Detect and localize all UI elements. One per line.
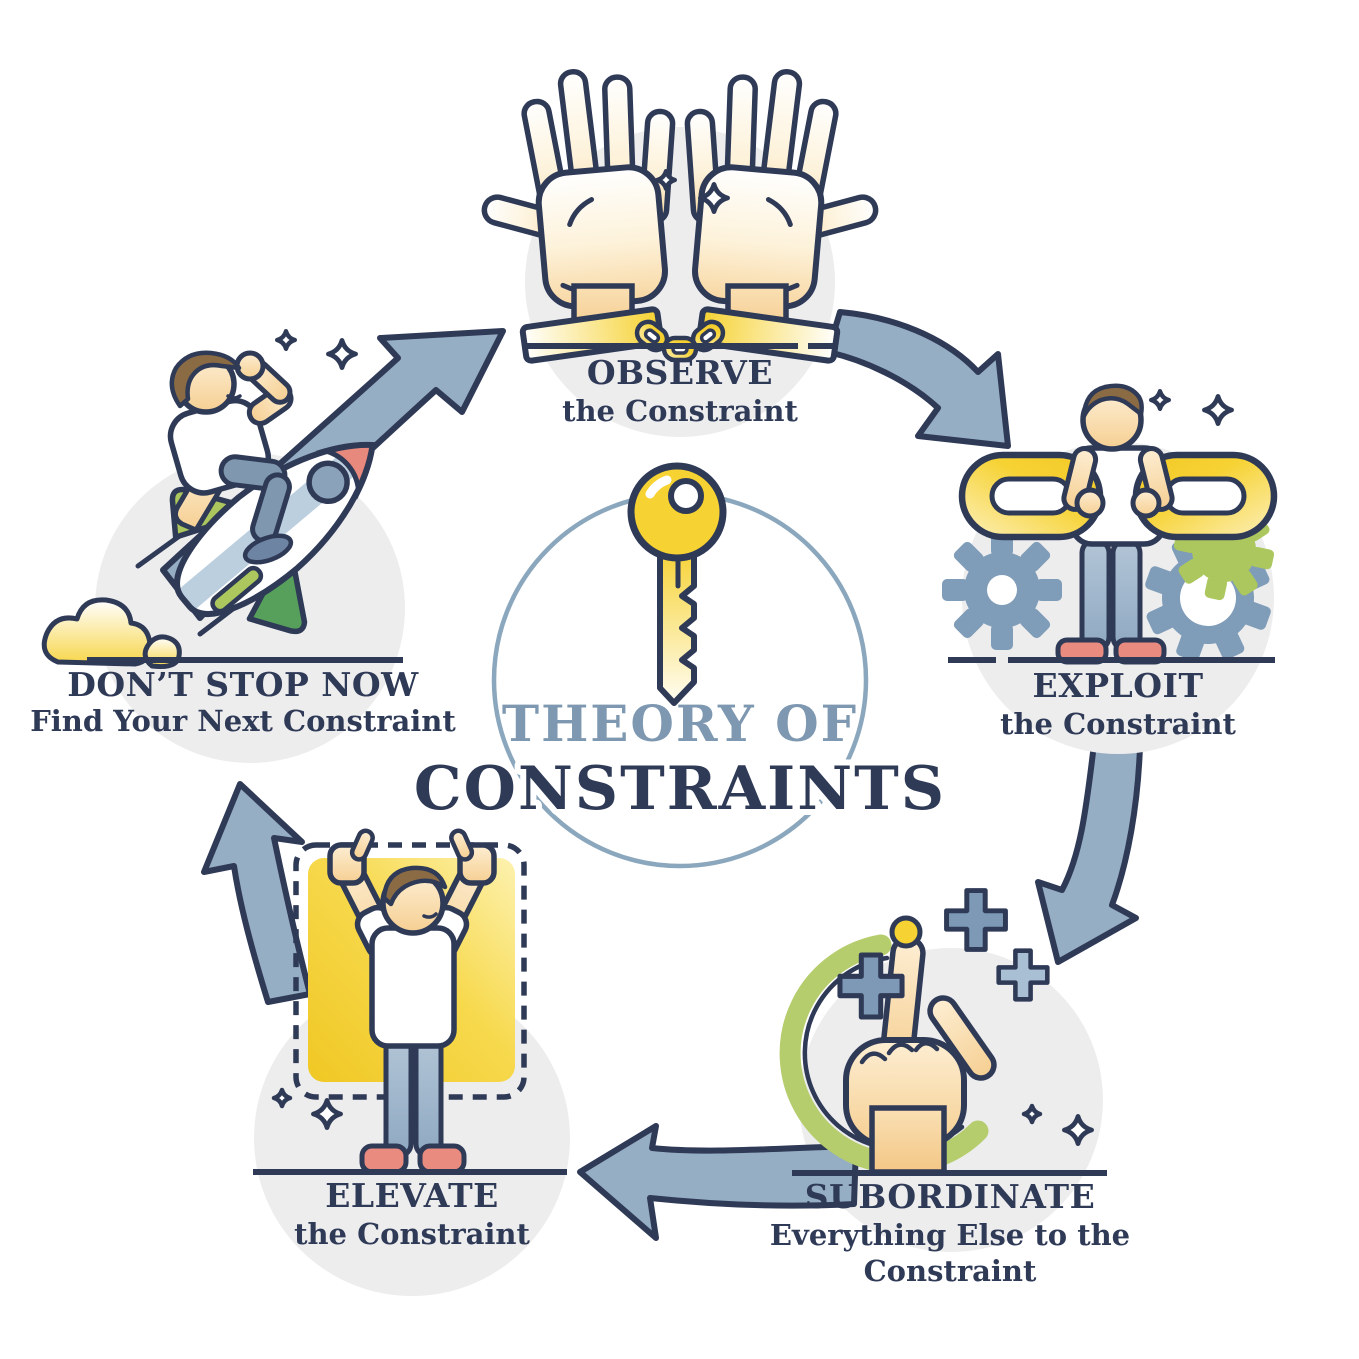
rocket-riding-person-icon: [41, 350, 384, 669]
step-subtitle: the Constraint: [1000, 707, 1236, 741]
center-hub: THEORY OF CONSTRAINTS: [408, 462, 950, 869]
step-elevate: ELEVATE the Constraint: [253, 829, 570, 1296]
gear-icon: [942, 530, 1062, 650]
diagram-title-line1: THEORY OF: [502, 694, 858, 753]
step-subtitle: the Constraint: [294, 1217, 530, 1251]
raised-finger-hand-icon: [779, 915, 997, 1175]
step-title: DON’T STOP NOW: [67, 665, 419, 704]
step-subtitle: Find Your Next Constraint: [30, 704, 456, 738]
step-subtitle: Everything Else to the: [770, 1218, 1130, 1252]
cycle-arrow-observe-to-exploit: [825, 309, 1011, 449]
step-title: EXPLOIT: [1032, 666, 1203, 705]
cycle-arrow-exploit-to-subordinate: [1035, 741, 1143, 965]
step-subtitle: the Constraint: [562, 394, 798, 428]
cycle-arrow-elevate-to-dont-stop: [201, 781, 313, 1005]
step-subordinate: SUBORDINATE Everything Else to the Const…: [577, 890, 1130, 1288]
step-title: SUBORDINATE: [805, 1177, 1096, 1216]
step-dont-stop: DON’T STOP NOW Find Your Next Constraint: [30, 328, 506, 763]
step-title: ELEVATE: [325, 1176, 499, 1215]
step-title: OBSERVE: [587, 353, 773, 392]
step-subtitle-line2: Constraint: [864, 1254, 1037, 1288]
key-icon: [627, 462, 727, 706]
sparkles: [1150, 390, 1233, 425]
celebrating-person-icon: [293, 829, 527, 1175]
cycle-arrow-subordinate-to-elevate: [577, 1123, 859, 1241]
step-exploit: EXPLOIT the Constraint: [942, 383, 1290, 754]
sparkles: [276, 330, 357, 369]
diagram-title-line2: CONSTRAINTS: [414, 754, 946, 824]
person-with-chain-links-icon: [962, 383, 1274, 665]
step-observe: OBSERVE the Constraint: [469, 63, 890, 437]
rider: [167, 350, 294, 565]
goal-dot: [889, 915, 923, 949]
